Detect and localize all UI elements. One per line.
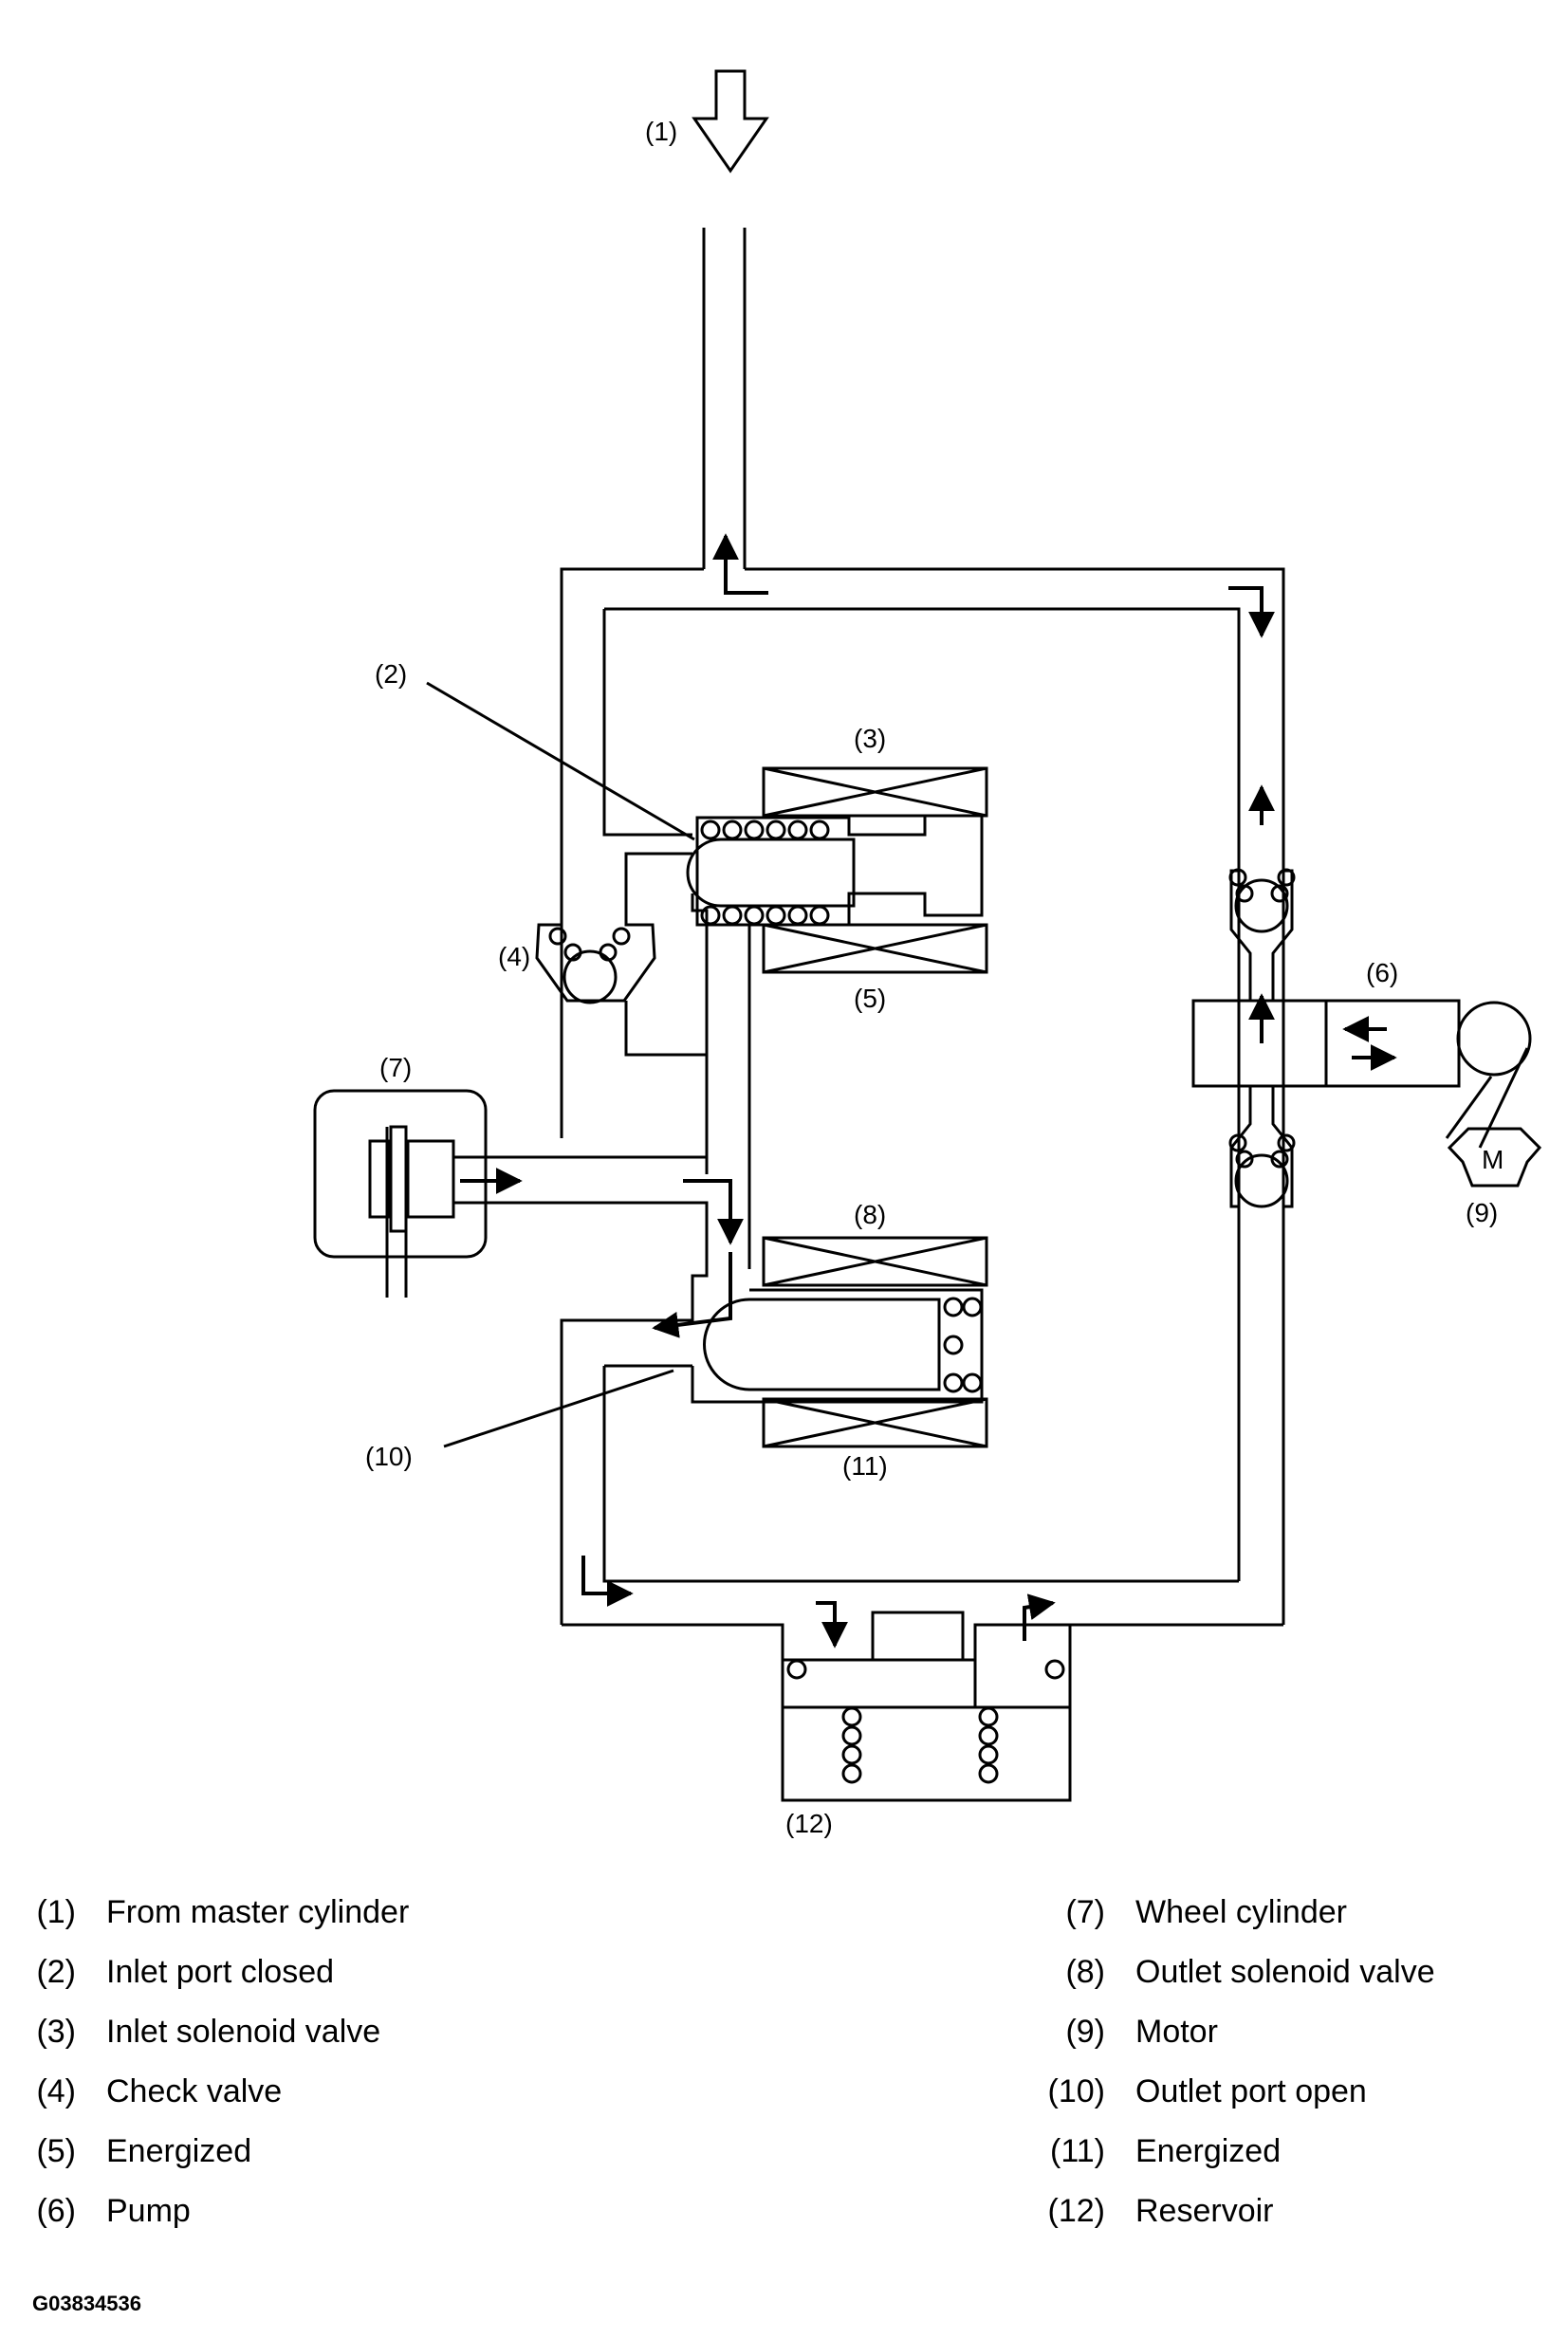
callout-10: (10) — [365, 1442, 413, 1471]
legend-item: (6) Pump — [0, 2182, 409, 2241]
legend-number: (12) — [1047, 2193, 1105, 2229]
legend-label: From master cylinder — [106, 1894, 410, 1930]
wheel-cylinder — [313, 1089, 488, 1259]
legend-number: (4) — [36, 2073, 76, 2109]
legend-label: Wheel cylinder — [1135, 1894, 1347, 1930]
legend-label: Pump — [106, 2193, 191, 2229]
legend-label: Outlet port open — [1135, 2073, 1367, 2109]
leader-outlet-port — [443, 1369, 674, 1448]
inlet-solenoid-lower-coil — [762, 923, 988, 974]
callout-11: (11) — [842, 1451, 888, 1481]
legend-left: (1) From master cylinder (2) Inlet port cl… — [0, 1883, 409, 2241]
legend-item: (2) Inlet port closed — [0, 1943, 409, 2002]
legend-right: (7) Wheel cylinder (8) Outlet solenoid val… — [1029, 1883, 1435, 2241]
legend-label: Outlet solenoid valve — [1135, 1954, 1435, 1990]
outlet-solenoid-valve — [691, 1288, 984, 1404]
motor — [1447, 1127, 1542, 1188]
legend-number: (5) — [36, 2133, 76, 2169]
legend-item: (7) Wheel cylinder — [1029, 1883, 1435, 1943]
legend-label: Motor — [1135, 2014, 1218, 2050]
legend-number: (6) — [36, 2193, 76, 2229]
legend-number: (11) — [1050, 2133, 1105, 2169]
legend-item: (5) Energized — [0, 2122, 409, 2182]
outer-return-line — [560, 567, 704, 1083]
legend-label: Energized — [1135, 2133, 1282, 2169]
legend-item: (12) Reservoir — [1029, 2182, 1435, 2241]
callout-3: (3) — [854, 724, 886, 753]
pump-lower-check-ball — [1234, 1153, 1289, 1208]
legend-item: (8) Outlet solenoid valve — [1029, 1943, 1435, 2002]
legend-item: (1) From master cylinder — [0, 1883, 409, 1943]
callout-12: (12) — [785, 1809, 833, 1838]
callout-7: (7) — [379, 1053, 412, 1082]
legend-label: Reservoir — [1135, 2193, 1274, 2229]
legend-number: (8) — [1065, 1954, 1105, 1990]
callout-8: (8) — [854, 1200, 886, 1229]
inlet-solenoid-valve — [695, 814, 984, 927]
legend-number: (7) — [1065, 1894, 1105, 1930]
legend-item: (10) Outlet port open — [1029, 2062, 1435, 2122]
callout-9: (9) — [1466, 1198, 1498, 1227]
check-valve — [535, 852, 692, 1003]
reservoir — [781, 1625, 977, 1709]
leader-inlet-port — [426, 681, 695, 841]
legend-item: (4) Check valve — [0, 2062, 409, 2122]
legend-item: (9) Motor — [1029, 2002, 1435, 2062]
pump-upper-check-ball — [1234, 878, 1289, 933]
callout-1: (1) — [645, 117, 677, 146]
legend-label: Inlet solenoid valve — [106, 2014, 381, 2050]
motor-rotation-indicator — [1456, 1001, 1532, 1077]
callout-5: (5) — [854, 984, 886, 1013]
callout-6: (6) — [1366, 958, 1398, 987]
legend-number: (1) — [36, 1894, 76, 1930]
legend-label: Check valve — [106, 2073, 283, 2109]
master-cylinder-arrow — [692, 69, 769, 174]
outlet-solenoid-upper-coil — [762, 1236, 988, 1287]
inlet-solenoid-upper-coil — [762, 766, 988, 818]
legend-number: (3) — [36, 2014, 76, 2050]
legend-label: Inlet port closed — [106, 1954, 335, 1990]
callout-4: (4) — [498, 942, 530, 971]
callout-2: (2) — [375, 659, 407, 689]
legend-label: Energized — [106, 2133, 252, 2169]
legend-item: (11) Energized — [1029, 2122, 1435, 2182]
abs-hydraulic-diagram: (1) (2) (3) (4) (5) (6) (7) (8) (9) (10)… — [313, 69, 1542, 1838]
figure-id: G03834536 — [32, 2292, 141, 2315]
motor-label: M — [1482, 1145, 1503, 1174]
legend-number: (9) — [1065, 2014, 1105, 2050]
outlet-solenoid-lower-coil — [762, 1397, 988, 1448]
legend-item: (3) Inlet solenoid valve — [0, 2002, 409, 2062]
legend-number: (10) — [1047, 2073, 1105, 2109]
legend-number: (2) — [36, 1954, 76, 1990]
